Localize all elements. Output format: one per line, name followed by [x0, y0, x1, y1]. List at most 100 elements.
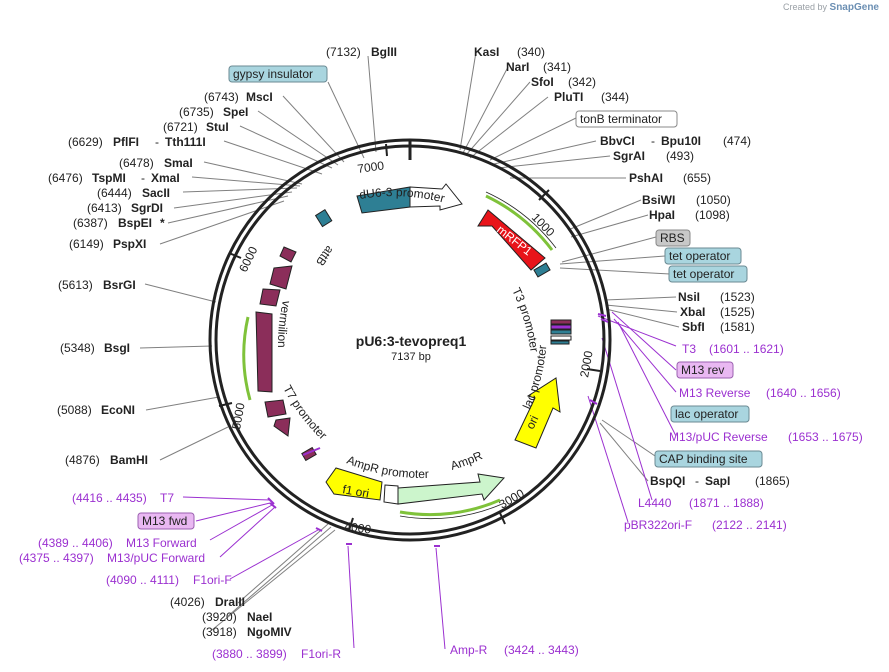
- f1ori-r-primer: F1ori-R: [301, 647, 341, 661]
- bbvcI-number: (474): [723, 134, 751, 148]
- ngomiv-site: NgoMIV: [247, 625, 292, 639]
- bglII-number: (7132): [326, 45, 361, 59]
- plasmid-name: pU6:3-tevopreq1: [356, 333, 467, 349]
- snapgene-logo: SnapGene: [829, 2, 879, 13]
- tick-4000: 4000: [344, 519, 373, 537]
- kasI-number: (340): [517, 45, 545, 59]
- tonb-terminator-label: tonB terminator: [580, 112, 662, 126]
- amp-r-primer: Amp-R: [450, 643, 488, 657]
- l4440-range: (1871 .. 1888): [689, 496, 764, 510]
- sgrdI-site: SgrDI: [131, 201, 163, 215]
- cap-binding-site-label: CAP binding site: [659, 452, 748, 466]
- orf-arcs: [242, 194, 554, 517]
- vermilion-feature: [255, 246, 297, 437]
- f1-ori-feature: [325, 467, 383, 501]
- t3-promoter-label: T3 promoter: [509, 285, 541, 353]
- tth-separator: -: [155, 135, 159, 149]
- ampr-feature: [397, 473, 505, 505]
- hpaI-site: HpaI: [649, 208, 675, 222]
- m13puc-forward-primer: M13/pUC Forward: [107, 551, 205, 565]
- narI-site: NarI: [506, 60, 529, 74]
- naeI-number: (3920): [202, 610, 237, 624]
- bspqI-site: BspQI: [650, 474, 685, 488]
- sapI-site: SapI: [705, 474, 730, 488]
- m13-forward-range: (4389 .. 4406): [38, 536, 113, 550]
- bspei-site: BspEI: [118, 216, 152, 230]
- rbs-box: [655, 229, 691, 247]
- f1ori-r-range: (3880 .. 3899): [212, 647, 287, 661]
- smaI-number: (6478): [119, 156, 154, 170]
- bglII-site: BglII: [371, 45, 397, 59]
- sfoI-number: (342): [568, 75, 596, 89]
- bpu-separator: -: [651, 134, 655, 148]
- mscI-number: (6743): [204, 90, 239, 104]
- pluTI-site: PluTI: [554, 90, 583, 104]
- sacII-number: (6444): [97, 186, 132, 200]
- tick-5000: 5000: [229, 401, 247, 430]
- t3-primer-range: (1601 .. 1621): [709, 342, 784, 356]
- smaI-site: SmaI: [164, 156, 193, 170]
- rbs-label: RBS: [660, 231, 685, 245]
- sgrdI-number: (6413): [87, 201, 122, 215]
- orf-arc-outline: [399, 191, 557, 520]
- tspmI-site: TspMI: [92, 171, 126, 185]
- naeI-site: NaeI: [247, 610, 272, 624]
- du6-promoter-arrow: [409, 183, 463, 211]
- amp-r-range: (3424 .. 3443): [504, 643, 579, 657]
- cap-binding-site-box: [654, 450, 763, 468]
- m13-fwd-box: [137, 512, 195, 530]
- ecoNI-site: EcoNI: [101, 403, 135, 417]
- pshAI-site: PshAI: [629, 171, 663, 185]
- pspxI-site: PspXI: [113, 237, 146, 251]
- bsgI-number: (5348): [60, 341, 95, 355]
- ampr-promoter-block: [383, 484, 399, 505]
- pflfI-number: (6629): [68, 135, 103, 149]
- speI-number: (6735): [179, 105, 214, 119]
- ampr-label: AmpR: [449, 448, 485, 473]
- vermilion-label: vermilion: [275, 299, 294, 347]
- ecoNI-number: (5088): [57, 403, 92, 417]
- bamHI-site: BamHI: [110, 453, 148, 467]
- bspei-number: (6387): [73, 216, 108, 230]
- ngomiv-number: (3918): [202, 625, 237, 639]
- bbvcI-site: BbvCI: [600, 134, 635, 148]
- pbr322ori-f-primer: pBR322ori-F: [624, 518, 692, 532]
- m13-reverse-range: (1640 .. 1656): [766, 386, 841, 400]
- tonb-terminator-box: [575, 110, 678, 128]
- brand-credit: Created by SnapGene: [782, 2, 879, 13]
- draIII-number: (4026): [170, 595, 205, 609]
- primer-lines: [182, 311, 677, 650]
- nsiI-number: (1523): [720, 290, 755, 304]
- mrfp1-feature: [477, 209, 546, 271]
- m13-rev-label: M13 rev: [681, 363, 724, 377]
- sbfI-number: (1581): [720, 320, 755, 334]
- tet-operator-1-label: tet operator: [669, 249, 730, 263]
- l4440-primer: L4440: [638, 496, 672, 510]
- bsiwI-number: (1050): [696, 193, 731, 207]
- tick-1000: 1000: [529, 210, 558, 239]
- tet-operator-2-label: tet operator: [673, 267, 734, 281]
- tick-7000: 7000: [356, 158, 385, 176]
- attb-feature: [314, 209, 333, 228]
- sacII-site: SacII: [142, 186, 170, 200]
- sgraI-site: SgrAI: [613, 149, 645, 163]
- narI-number: (341): [543, 60, 571, 74]
- tick-2000: 2000: [577, 349, 595, 378]
- f1ori-f-range: (4090 .. 4111): [106, 573, 179, 587]
- left-labels: (7132) BglII gypsy insulator (6743) MscI…: [19, 45, 579, 661]
- t3-primer: T3: [682, 342, 696, 356]
- pshAI-number: (655): [683, 171, 711, 185]
- hpaI-number: (1098): [695, 208, 730, 222]
- mrfp1-label: mRFP1: [494, 222, 535, 258]
- m13puc-reverse-primer: M13/pUC Reverse: [669, 430, 768, 444]
- m13-rev-box: [676, 361, 734, 379]
- t7-primer: T7: [160, 491, 174, 505]
- xmaI-site: XmaI: [151, 171, 180, 185]
- pflfI-site: PflFI: [113, 135, 139, 149]
- sgraI-number: (493): [666, 149, 694, 163]
- sapI-separator: -: [695, 474, 699, 488]
- gypsy-insulator-label: gypsy insulator: [233, 67, 313, 81]
- pbr322ori-f-range: (2122 .. 2141): [712, 518, 787, 532]
- bpu10I-site: Bpu10I: [661, 134, 701, 148]
